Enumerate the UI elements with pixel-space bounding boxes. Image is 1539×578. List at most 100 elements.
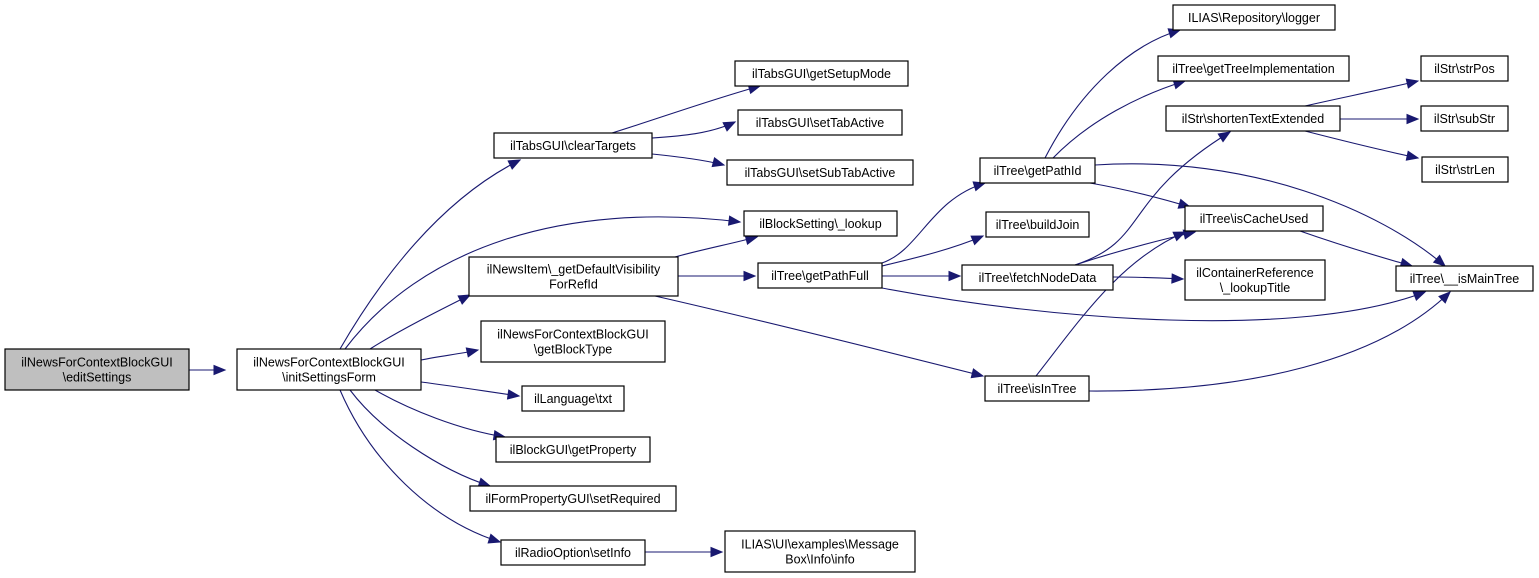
- edge-getPathId-to-isCacheUsed: [1089, 182, 1192, 209]
- node-label: ilNewsForContextBlockGUI: [253, 356, 404, 370]
- node-label: ilBlockGUI\getProperty: [510, 443, 637, 457]
- node-label: ilStr\strPos: [1434, 62, 1494, 76]
- edge-getPathId-to-logger: [1044, 28, 1182, 159]
- node-isMainTree[interactable]: ilTree\__isMainTree: [1395, 265, 1534, 292]
- edge-fetchNodeData-to-lookupTitle: [1112, 273, 1185, 284]
- node-box: [737, 109, 903, 136]
- node-box: [1395, 265, 1534, 292]
- arrowhead-icon: [1172, 231, 1187, 242]
- node-label: ILIAS\Repository\logger: [1188, 11, 1320, 25]
- node-box: [1172, 4, 1336, 31]
- node-label: ilNewsForContextBlockGUI: [497, 328, 648, 342]
- edge-shortenText-to-strLen: [1304, 130, 1420, 161]
- node-label: ilBlockSetting\_lookup: [759, 217, 881, 231]
- node-editSettings[interactable]: ilNewsForContextBlockGUI\editSettings: [4, 348, 190, 391]
- node-getTreeImpl[interactable]: ilTree\getTreeImplementation: [1157, 55, 1350, 82]
- node-fetchNodeData[interactable]: ilTree\fetchNodeData: [961, 264, 1114, 291]
- node-label: ilTree\getPathId: [994, 164, 1082, 178]
- node-logger[interactable]: ILIAS\Repository\logger: [1172, 4, 1336, 31]
- node-setInfo[interactable]: ilRadioOption\setInfo: [500, 539, 646, 566]
- node-buildJoin[interactable]: ilTree\buildJoin: [985, 211, 1090, 238]
- edge-line: [654, 295, 984, 377]
- node-shortenText[interactable]: ilStr\shortenTextExtended: [1165, 105, 1341, 132]
- arrowhead-icon: [487, 533, 502, 544]
- node-setSubTabActive[interactable]: ilTabsGUI\setSubTabActive: [726, 159, 914, 186]
- node-label: ilFormPropertyGUI\setRequired: [485, 492, 660, 506]
- edge-shortenText-to-subStr: [1340, 113, 1420, 125]
- node-box: [984, 375, 1090, 402]
- node-clearTargets[interactable]: ilTabsGUI\clearTargets: [493, 132, 653, 159]
- node-label: ilTree\getPathFull: [771, 269, 869, 283]
- edge-line: [651, 121, 736, 139]
- arrowhead-icon: [1412, 291, 1427, 302]
- edge-line: [420, 381, 520, 397]
- node-label: ilTabsGUI\getSetupMode: [752, 67, 891, 81]
- node-blockLookup[interactable]: ilBlockSetting\_lookup: [743, 210, 898, 237]
- node-box: [1184, 259, 1326, 301]
- arrowhead-icon: [213, 364, 227, 376]
- node-label: ilTree\isCacheUsed: [1200, 212, 1309, 226]
- edge-line: [1052, 80, 1186, 159]
- node-box: [724, 530, 916, 573]
- node-strPos[interactable]: ilStr\strPos: [1420, 55, 1509, 82]
- edge-getPathFull-to-buildJoin: [881, 235, 985, 267]
- arrowhead-icon: [1406, 113, 1420, 125]
- edge-line: [374, 389, 506, 438]
- node-getProperty[interactable]: ilBlockGUI\getProperty: [495, 436, 651, 463]
- edge-getPathId-to-getTreeImpl: [1052, 79, 1187, 159]
- node-box: [468, 256, 679, 297]
- edge-initSettingsForm-to-blockLookup: [344, 215, 742, 350]
- node-label: \initSettingsForm: [282, 371, 376, 385]
- node-setTabActive[interactable]: ilTabsGUI\setTabActive: [737, 109, 903, 136]
- node-isCacheUsed[interactable]: ilTree\isCacheUsed: [1184, 205, 1324, 232]
- node-label: ilTree\fetchNodeData: [979, 271, 1097, 285]
- arrowhead-icon: [972, 181, 987, 192]
- edge-initSettingsForm-to-txt: [420, 381, 521, 400]
- node-box: [1420, 55, 1509, 82]
- edge-initSettingsForm-to-getProperty: [374, 389, 507, 441]
- node-label: ilTree\isInTree: [998, 382, 1077, 396]
- edge-getPathFull-to-fetchNodeData: [882, 270, 962, 282]
- arrowhead-icon: [1405, 150, 1420, 161]
- node-getPathId[interactable]: ilTree\getPathId: [979, 157, 1096, 184]
- node-getBlockType[interactable]: ilNewsForContextBlockGUI\getBlockType: [480, 320, 666, 363]
- node-label: ForRefId: [549, 278, 598, 292]
- node-label: ilTabsGUI\setSubTabActive: [745, 166, 896, 180]
- node-subStr[interactable]: ilStr\subStr: [1420, 105, 1509, 132]
- node-getPathFull[interactable]: ilTree\getPathFull: [757, 262, 883, 289]
- edge-isInTree-to-isCacheUsed: [1035, 231, 1187, 377]
- node-isInTree[interactable]: ilTree\isInTree: [984, 375, 1090, 402]
- node-getSetupMode[interactable]: ilTabsGUI\getSetupMode: [734, 60, 909, 87]
- node-strLen[interactable]: ilStr\strLen: [1421, 156, 1509, 183]
- arrowhead-icon: [710, 546, 724, 558]
- arrowhead-icon: [1432, 254, 1447, 267]
- edge-initSettingsForm-to-clearTargets: [339, 159, 522, 350]
- node-box: [236, 348, 422, 391]
- node-label: ILIAS\UI\examples\Message: [741, 538, 899, 552]
- edge-clearTargets-to-setSubTabActive: [651, 153, 726, 168]
- node-box: [1420, 105, 1509, 132]
- node-box: [480, 320, 666, 363]
- arrowhead-icon: [948, 270, 962, 282]
- node-box: [493, 132, 653, 159]
- arrowhead-icon: [1438, 291, 1451, 304]
- arrowhead-icon: [1217, 131, 1232, 143]
- arrowhead-icon: [970, 368, 985, 379]
- edge-getDefaultVisibility-to-blockLookup: [674, 234, 759, 258]
- node-lookupTitle[interactable]: ilContainerReference\_lookupTitle: [1184, 259, 1326, 301]
- edge-line: [1089, 182, 1191, 208]
- arrowhead-icon: [722, 121, 737, 132]
- node-setRequired[interactable]: ilFormPropertyGUI\setRequired: [469, 485, 677, 512]
- edge-editSettings-to-initSettingsForm: [189, 364, 227, 376]
- node-txt[interactable]: ilLanguage\txt: [521, 385, 625, 412]
- node-label: ilStr\subStr: [1434, 112, 1495, 126]
- edge-setInfo-to-msgInfo: [645, 546, 724, 558]
- edge-line: [674, 236, 758, 258]
- node-initSettingsForm[interactable]: ilNewsForContextBlockGUI\initSettingsFor…: [236, 348, 422, 391]
- node-label: ilStr\shortenTextExtended: [1182, 112, 1324, 126]
- node-label: ilStr\strLen: [1435, 163, 1495, 177]
- node-box: [985, 211, 1090, 238]
- node-box: [726, 159, 914, 186]
